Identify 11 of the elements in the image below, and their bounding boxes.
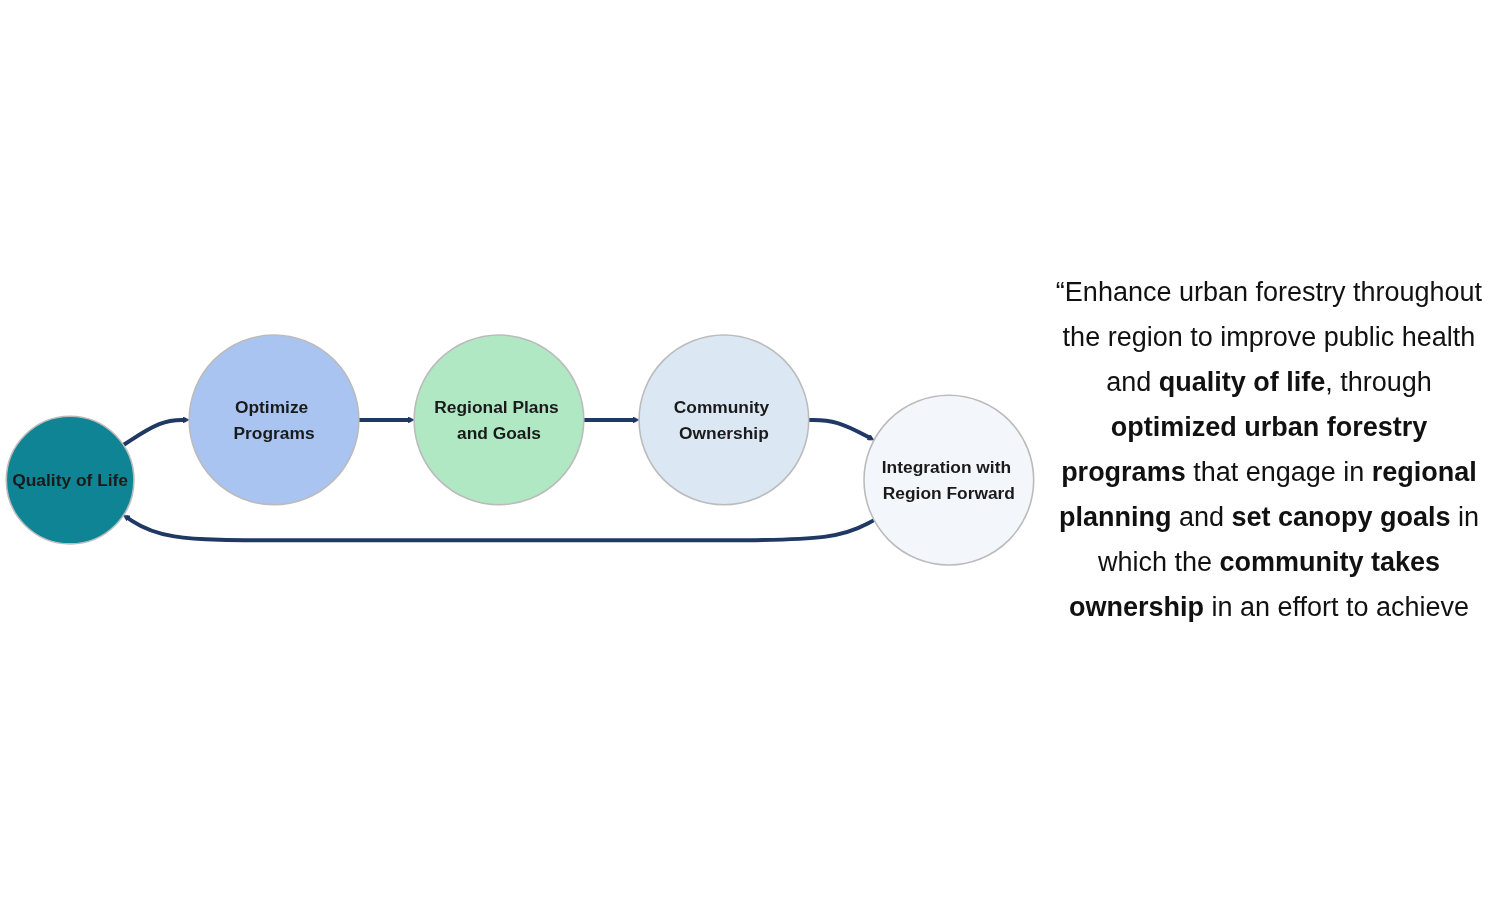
arrow xyxy=(808,417,875,441)
quote-paragraph: “Enhance urban forestry throughout the region to improve public health and quality of life, through optimized urban forestry programs that engage in regional planning and set canopy goals in which the community takes ownership in an effort to achieve xyxy=(1054,276,1484,624)
arrow xyxy=(358,416,415,424)
node-circle: Regional Plans and Goals xyxy=(413,334,585,506)
node-circle: Optimize Programs xyxy=(188,334,360,506)
arrow xyxy=(583,416,640,424)
arrow xyxy=(122,416,190,447)
node-circle: Quality of Life xyxy=(5,415,135,545)
node-circle: Community Ownership xyxy=(638,334,810,506)
node-circle: Integration with Region Forward xyxy=(863,394,1035,566)
arrow xyxy=(123,514,875,543)
